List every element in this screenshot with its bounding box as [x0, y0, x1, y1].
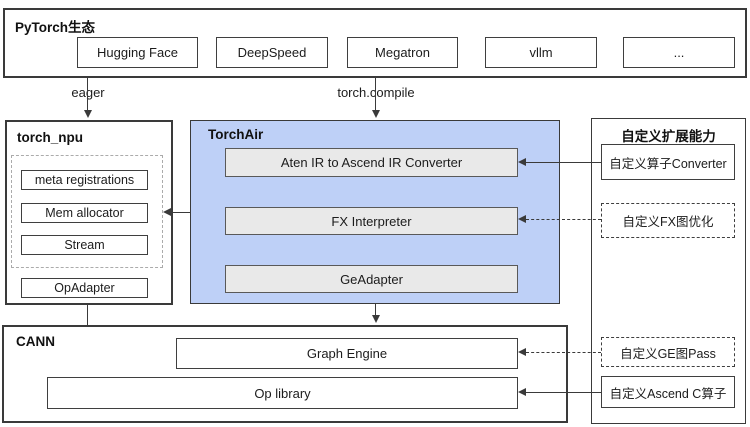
- arrow-fx-opt-head: [518, 215, 526, 223]
- node-opadapter: OpAdapter: [21, 278, 148, 298]
- arrow-fx-opt-line: [526, 219, 601, 220]
- arrow-eager-head: [83, 110, 92, 118]
- node-megatron-label: Megatron: [375, 45, 430, 60]
- torchair-title: TorchAir: [208, 127, 264, 142]
- arrow-eager-line: [87, 78, 88, 111]
- node-opadapter-label: OpAdapter: [54, 281, 115, 295]
- arrow-torchair-to-npu-line: [171, 212, 190, 213]
- arrow-converter-line: [526, 162, 601, 163]
- node-custom-ge-pass-label: 自定义GE图Pass: [620, 346, 716, 361]
- node-op-library-label: Op library: [254, 385, 311, 401]
- node-mem-allocator-label: Mem allocator: [45, 206, 124, 220]
- node-mem-allocator: Mem allocator: [21, 203, 148, 223]
- torch-npu-dashed-group: [11, 155, 163, 268]
- arrow-torchair-to-cann-line: [375, 304, 376, 316]
- node-custom-ge-pass: 自定义GE图Pass: [601, 337, 735, 367]
- node-custom-ascend-c: 自定义Ascend C算子: [601, 376, 735, 408]
- edge-label-eager: eager: [71, 85, 105, 100]
- node-custom-op-converter: 自定义算子Converter: [601, 144, 735, 180]
- node-ellipsis: ...: [623, 37, 735, 68]
- node-meta-registrations: meta registrations: [21, 170, 148, 190]
- arrow-ascend-c-head: [518, 388, 526, 396]
- node-op-library: Op library: [47, 377, 518, 409]
- node-vllm-label: vllm: [529, 45, 553, 60]
- arrow-ge-pass-line: [526, 352, 601, 353]
- node-graph-engine-label: Graph Engine: [306, 346, 388, 361]
- node-graph-engine: Graph Engine: [176, 338, 518, 369]
- node-aten-ir-converter-label: Aten IR to Ascend IR Converter: [280, 155, 463, 170]
- arrow-converter-head: [518, 158, 526, 166]
- node-stream: Stream: [21, 235, 148, 255]
- arrow-torch-compile-line: [375, 78, 376, 111]
- node-geadapter-label: GeAdapter: [340, 271, 403, 287]
- pytorch-ecosystem-title: PyTorch生态: [15, 20, 96, 35]
- node-meta-registrations-label: meta registrations: [34, 173, 135, 187]
- edge-label-torch-compile: torch.compile: [337, 85, 415, 100]
- arrow-torchair-to-npu-head: [163, 208, 171, 216]
- node-custom-op-converter-label: 自定义算子Converter: [609, 156, 727, 171]
- torch-npu-title: torch_npu: [17, 130, 83, 145]
- node-deepspeed: DeepSpeed: [216, 37, 328, 68]
- node-custom-fx-opt: 自定义FX图优化: [601, 203, 735, 238]
- node-fx-interpreter-label: FX Interpreter: [331, 213, 412, 229]
- node-ellipsis-label: ...: [673, 45, 685, 60]
- arrow-ascend-c-line: [526, 392, 601, 393]
- node-deepspeed-label: DeepSpeed: [237, 45, 307, 60]
- extension-panel-title: 自定义扩展能力: [621, 129, 716, 144]
- node-hugging-face-label: Hugging Face: [97, 45, 178, 60]
- arrow-torch-compile-head: [371, 110, 380, 118]
- node-megatron: Megatron: [347, 37, 458, 68]
- node-geadapter: GeAdapter: [225, 265, 518, 293]
- node-vllm: vllm: [485, 37, 597, 68]
- node-stream-label: Stream: [64, 238, 105, 252]
- node-fx-interpreter: FX Interpreter: [225, 207, 518, 235]
- arrow-ge-pass-head: [518, 348, 526, 356]
- arrow-torchair-to-cann-head: [371, 315, 380, 323]
- node-custom-ascend-c-label: 自定义Ascend C算子: [609, 386, 727, 401]
- node-custom-fx-opt-label: 自定义FX图优化: [622, 215, 714, 229]
- node-hugging-face: Hugging Face: [77, 37, 198, 68]
- cann-title: CANN: [16, 334, 55, 349]
- node-aten-ir-converter: Aten IR to Ascend IR Converter: [225, 148, 518, 177]
